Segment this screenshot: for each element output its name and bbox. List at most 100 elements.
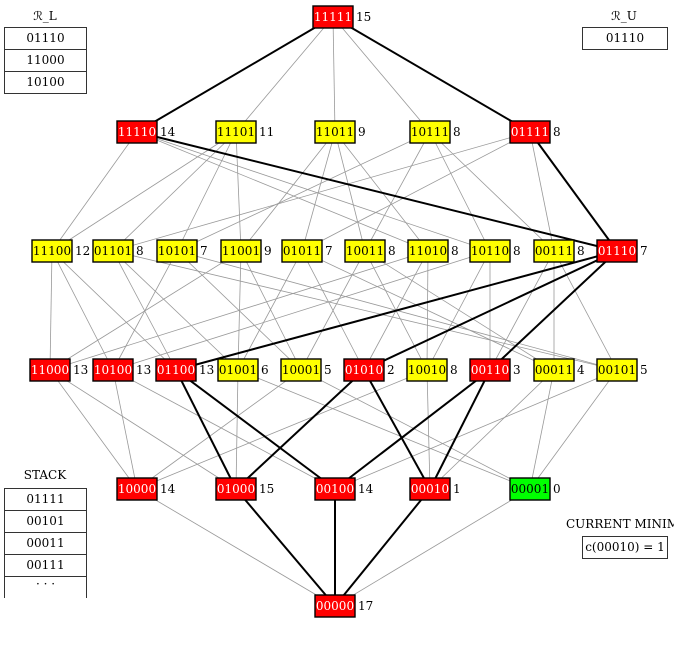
node-label: 11011 [316, 125, 354, 139]
node-label: 10111 [411, 125, 449, 139]
bold-lattice-edge [334, 488, 431, 607]
node-box [314, 477, 356, 501]
node-box [533, 239, 575, 263]
lattice-edge [301, 250, 365, 371]
node-label: 10010 [408, 363, 446, 377]
node-label: 11010 [409, 244, 447, 258]
node-value: 8 [513, 244, 521, 258]
node-value: 1 [453, 482, 461, 496]
bold-lattice-edge [334, 369, 491, 490]
lattice-edge [332, 16, 431, 133]
node-box [220, 239, 262, 263]
lattice-edge [334, 131, 366, 252]
node-label: 00011 [535, 363, 573, 377]
bold-lattice-edge [175, 369, 336, 490]
bold-lattice-edge [175, 369, 237, 490]
lower-set-row: 01110 [5, 28, 86, 50]
lattice-edge [49, 250, 429, 371]
upper-set-label: ℛ_U [611, 9, 637, 23]
lower-set-row: 11000 [5, 50, 86, 72]
node-label: 01011 [283, 244, 321, 258]
node-box [156, 239, 198, 263]
lattice-edge [51, 250, 177, 371]
node-box [217, 358, 259, 382]
lattice-node: 10100 13 [92, 358, 151, 382]
lattice-edge [49, 369, 138, 490]
lattice-edge [301, 131, 336, 252]
lattice-edge [332, 16, 336, 133]
node-box [314, 594, 356, 618]
lattice-node: 11011 9 [314, 120, 366, 144]
lattice-edge [426, 369, 431, 490]
node-box [215, 477, 257, 501]
lower-set-label: ℛ_L [33, 9, 57, 23]
node-value: 2 [387, 363, 395, 377]
stack-row: 00011 [5, 533, 86, 555]
node-box [409, 120, 451, 144]
bold-lattice-edge [136, 16, 334, 133]
bold-lattice-edge [529, 131, 618, 252]
node-label: 01001 [219, 363, 257, 377]
upper-set-table: 01110 [582, 27, 668, 50]
node-label: 10011 [346, 244, 384, 258]
node-box [406, 358, 448, 382]
node-box [469, 239, 511, 263]
lattice-edge [300, 369, 531, 490]
lattice-edge [112, 250, 177, 371]
thin-edges [49, 16, 618, 607]
bold-lattice-edge [175, 250, 618, 371]
node-value: 6 [261, 363, 269, 377]
node-value: 13 [136, 363, 151, 377]
node-label: 00110 [471, 363, 509, 377]
node-value: 13 [199, 363, 214, 377]
lattice-edge [112, 250, 239, 371]
bold-lattice-edge [363, 369, 431, 490]
node-label: 10110 [471, 244, 509, 258]
node-label: 11111 [314, 10, 352, 24]
node-box [92, 239, 134, 263]
node-box [509, 477, 551, 501]
lattice-edge [112, 369, 336, 490]
lattice-edge [176, 131, 237, 252]
node-box [596, 239, 638, 263]
node-label: 01101 [94, 244, 132, 258]
node-label: 00010 [411, 482, 449, 496]
lattice-edge [112, 250, 618, 371]
node-box [343, 358, 385, 382]
node-label: 01111 [511, 125, 549, 139]
node-box [280, 358, 322, 382]
node-label: 10001 [282, 363, 320, 377]
node-value: 14 [358, 482, 374, 496]
bold-lattice-edge [489, 250, 618, 371]
lattice-edge [334, 369, 618, 490]
node-label: 00000 [316, 599, 354, 613]
lattice-edge [112, 250, 491, 371]
node-label: 11110 [118, 125, 156, 139]
node-label: 10100 [94, 363, 132, 377]
node-value: 9 [358, 125, 366, 139]
stack-title: STACK [23, 468, 67, 482]
node-box [31, 239, 73, 263]
lattice-edge [112, 369, 138, 490]
node-value: 8 [136, 244, 144, 258]
